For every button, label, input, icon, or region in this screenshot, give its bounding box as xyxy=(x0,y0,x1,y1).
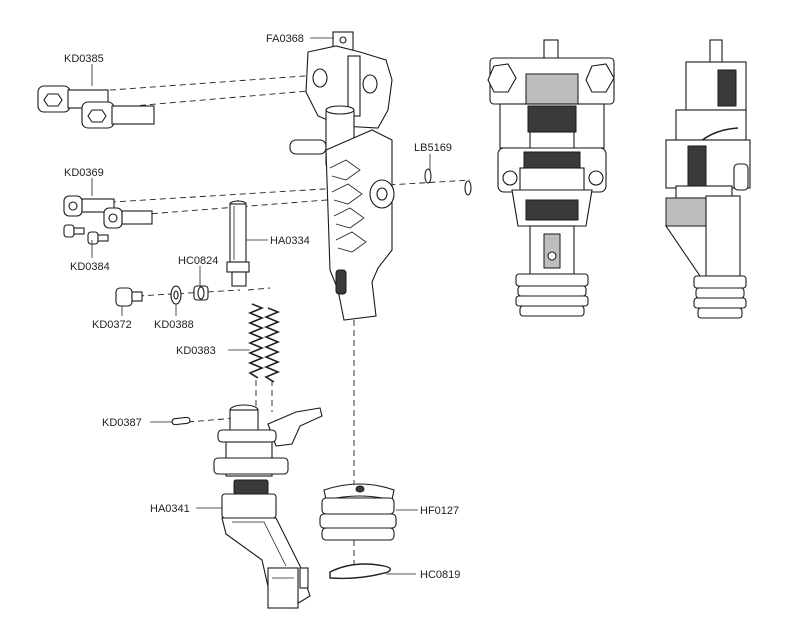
label-hc0824: HC0824 xyxy=(178,255,218,267)
label-kd0388: KD0388 xyxy=(154,319,194,331)
kd0369-bolts xyxy=(63,195,153,229)
label-hf0127: HF0127 xyxy=(420,505,459,517)
label-kd0369: KD0369 xyxy=(64,167,104,179)
assembled-front-view xyxy=(487,39,615,317)
kd0387-pin xyxy=(171,416,191,426)
label-hc0819: HC0819 xyxy=(420,569,460,581)
label-kd0385: KD0385 xyxy=(64,53,104,65)
ha0334-shaft xyxy=(226,200,250,287)
label-kd0387: KD0387 xyxy=(102,417,142,429)
lb5169-clips xyxy=(424,168,472,196)
label-ha0341: HA0341 xyxy=(150,503,190,515)
hf0127-cup xyxy=(319,483,397,541)
leader-lines xyxy=(91,37,431,575)
assembled-side-view xyxy=(664,39,751,319)
hc0819-ring xyxy=(329,563,391,580)
fa0368-housing xyxy=(289,31,395,321)
kd0388-washer xyxy=(170,285,182,305)
ha0341-assembly xyxy=(213,404,323,609)
label-lb5169: LB5169 xyxy=(414,142,452,154)
label-kd0384: KD0384 xyxy=(70,261,110,273)
hc0824-bushing xyxy=(193,285,209,301)
kd0384-bolts xyxy=(63,224,109,245)
label-kd0372: KD0372 xyxy=(92,319,132,331)
kd0372-screw xyxy=(115,287,143,307)
kd0385-bolts xyxy=(37,85,155,129)
kd0383-springs xyxy=(247,303,281,383)
label-ha0334: HA0334 xyxy=(270,235,310,247)
part-labels: FA0368 KD0385 LB5169 KD0369 HA0334 KD038… xyxy=(64,33,460,581)
label-kd0383: KD0383 xyxy=(176,345,216,357)
label-fa0368: FA0368 xyxy=(266,33,304,45)
